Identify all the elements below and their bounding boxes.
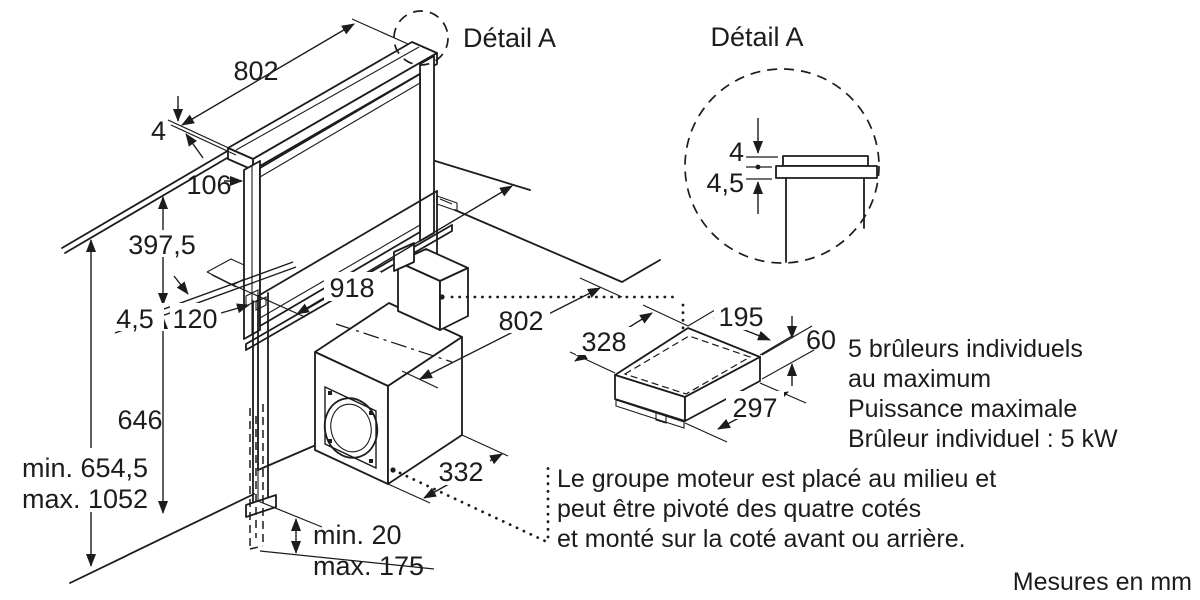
detail-a-callout-label: Détail A [463,23,556,53]
remote-motor-box [569,304,815,443]
annotation-texts: 5 brûleurs individuels au maximum Puissa… [557,335,1192,596]
duct-flange-inner [330,403,372,453]
dim-floor-min: min. 654,5 [22,453,148,483]
dim-box-depth: 297 [732,393,777,423]
dim-top-width: 802 [233,56,278,86]
glass-layer [782,155,869,167]
motor-note-line2: peut être pivoté des quatre cotés [557,495,921,523]
dim-height-above: 397,5 [128,230,196,260]
telescopic-foot [249,404,264,550]
frame-layer [775,165,878,179]
dim-box-length: 328 [581,327,626,357]
detail-a-inset [684,68,880,264]
dim-floor-max: max. 1052 [22,484,148,514]
label-backgrounds [107,230,784,485]
duct-flange-outer [323,397,379,459]
detail-a-inset-label: Détail A [710,22,803,52]
detail-dim-panel: 4,5 [706,168,744,198]
units-note: Mesures en mm [1013,568,1192,596]
detail-dim-glass: 4 [729,137,744,167]
dim-foot-min: min. 20 [313,520,402,550]
dim-frame-depth: 106 [186,170,231,200]
dim-motor-depth: 332 [438,457,483,487]
burners-note-line4: Brûleur individuel : 5 kW [848,425,1118,453]
burners-note-line2: au maximum [848,365,991,393]
dim-foot-max: max. 175 [313,551,424,581]
burners-note-line3: Puissance maximale [848,395,1077,423]
dim-box-height: 60 [806,325,836,355]
dim-height-below: 646 [117,405,162,435]
dim-glass-thickness: 4 [151,116,166,146]
burners-note-line1: 5 brûleurs individuels [848,335,1083,363]
dim-base-width: 802 [498,306,543,336]
dimension-labels: 802 4 106 397,5 4,5 120 918 802 646 min.… [22,22,836,581]
motor-note-line1: Le groupe moteur est placé au milieu et [557,465,996,493]
motor-note-line3: et monté sur la coté avant ou arrière. [557,525,966,553]
dim-duct-offset: 120 [172,304,217,334]
dim-panel-thickness: 4,5 [116,304,154,334]
dim-cutout-length: 918 [329,273,374,303]
detail-a-callout-circle [393,10,449,66]
dim-box-width: 195 [718,302,763,332]
